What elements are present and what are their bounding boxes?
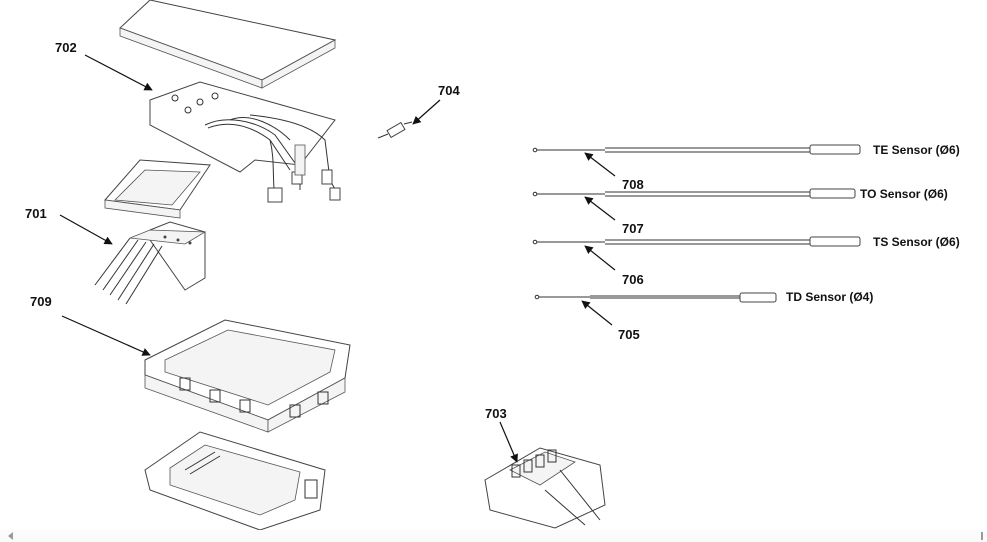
arrow-702 (84, 54, 153, 91)
horizontal-scrollbar[interactable] (0, 530, 987, 542)
sensor-to (532, 188, 856, 199)
sensor-label-ts: TS Sensor (Ø6) (873, 235, 960, 249)
arrow-703 (499, 421, 518, 463)
pcb-board-part (149, 81, 341, 203)
label-702: 702 (55, 40, 77, 55)
label-708: 708 (622, 177, 644, 192)
label-704: 704 (438, 83, 460, 98)
label-703: 703 (485, 406, 507, 421)
frame-part (144, 319, 351, 433)
fuse-part (377, 121, 413, 139)
label-706: 706 (622, 272, 644, 287)
arrow-705 (581, 300, 613, 326)
sensor-ts (532, 236, 861, 247)
label-705: 705 (618, 327, 640, 342)
sensor-label-to: TO Sensor (Ø6) (860, 187, 948, 201)
scroll-right-icon[interactable] (981, 532, 983, 540)
sensor-te (532, 144, 861, 155)
sensor-td (534, 292, 777, 303)
scroll-left-icon[interactable] (8, 532, 13, 540)
top-cover-part (119, 0, 337, 89)
base-plate-part (144, 431, 326, 530)
arrow-707 (584, 196, 616, 221)
arrow-706 (584, 245, 616, 271)
arrow-701 (59, 214, 113, 245)
power-module-part (94, 221, 207, 305)
arrow-709 (61, 315, 151, 356)
label-709: 709 (30, 294, 52, 309)
exploded-parts-diagram: 702 704 701 709 703 708 707 706 705 TE S… (25, 0, 960, 530)
label-707: 707 (622, 221, 644, 236)
sensor-label-te: TE Sensor (Ø6) (873, 143, 960, 157)
sensor-label-td: TD Sensor (Ø4) (786, 290, 873, 304)
arrow-708 (584, 152, 616, 177)
terminal-block-part (484, 447, 606, 529)
label-701: 701 (25, 206, 47, 221)
heatsink-tray-part (104, 159, 211, 219)
arrow-704 (412, 99, 441, 125)
